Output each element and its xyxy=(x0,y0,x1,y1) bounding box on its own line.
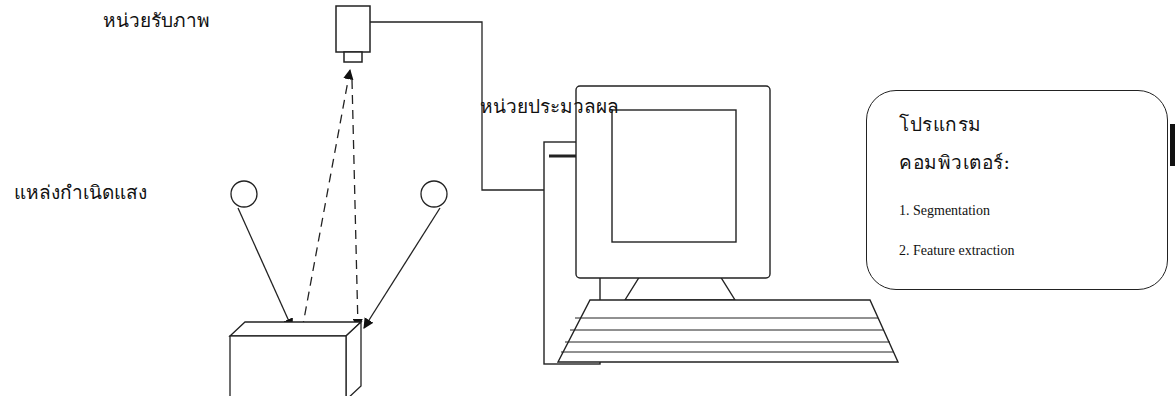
part-label: หน่วยรับภาพ xyxy=(103,8,210,32)
light-source-symbol xyxy=(421,181,447,207)
light-source-symbol xyxy=(231,181,257,207)
program-box: โปรแกรม คอมพิวเตอร์: 1. Segmentation 2. Fe… xyxy=(866,90,1168,290)
computer-symbol xyxy=(544,86,898,364)
part-label: หน่วยประมวลผล xyxy=(480,94,619,118)
part-label: แหล่งกำเนิดแสง xyxy=(14,180,147,204)
light-ray-arrow xyxy=(238,208,292,328)
list-item: 2. Feature extraction xyxy=(899,241,1149,261)
page-edge-mark xyxy=(1170,124,1175,166)
object-box xyxy=(230,322,361,396)
reflection-ray xyxy=(302,70,350,330)
reflection-ray xyxy=(352,80,358,328)
camera-symbol xyxy=(336,6,370,62)
box-heading: โปรแกรม คอมพิวเตอร์: xyxy=(899,105,1049,181)
light-ray-arrow xyxy=(364,208,440,328)
list-item: 1. Segmentation xyxy=(899,201,1149,221)
